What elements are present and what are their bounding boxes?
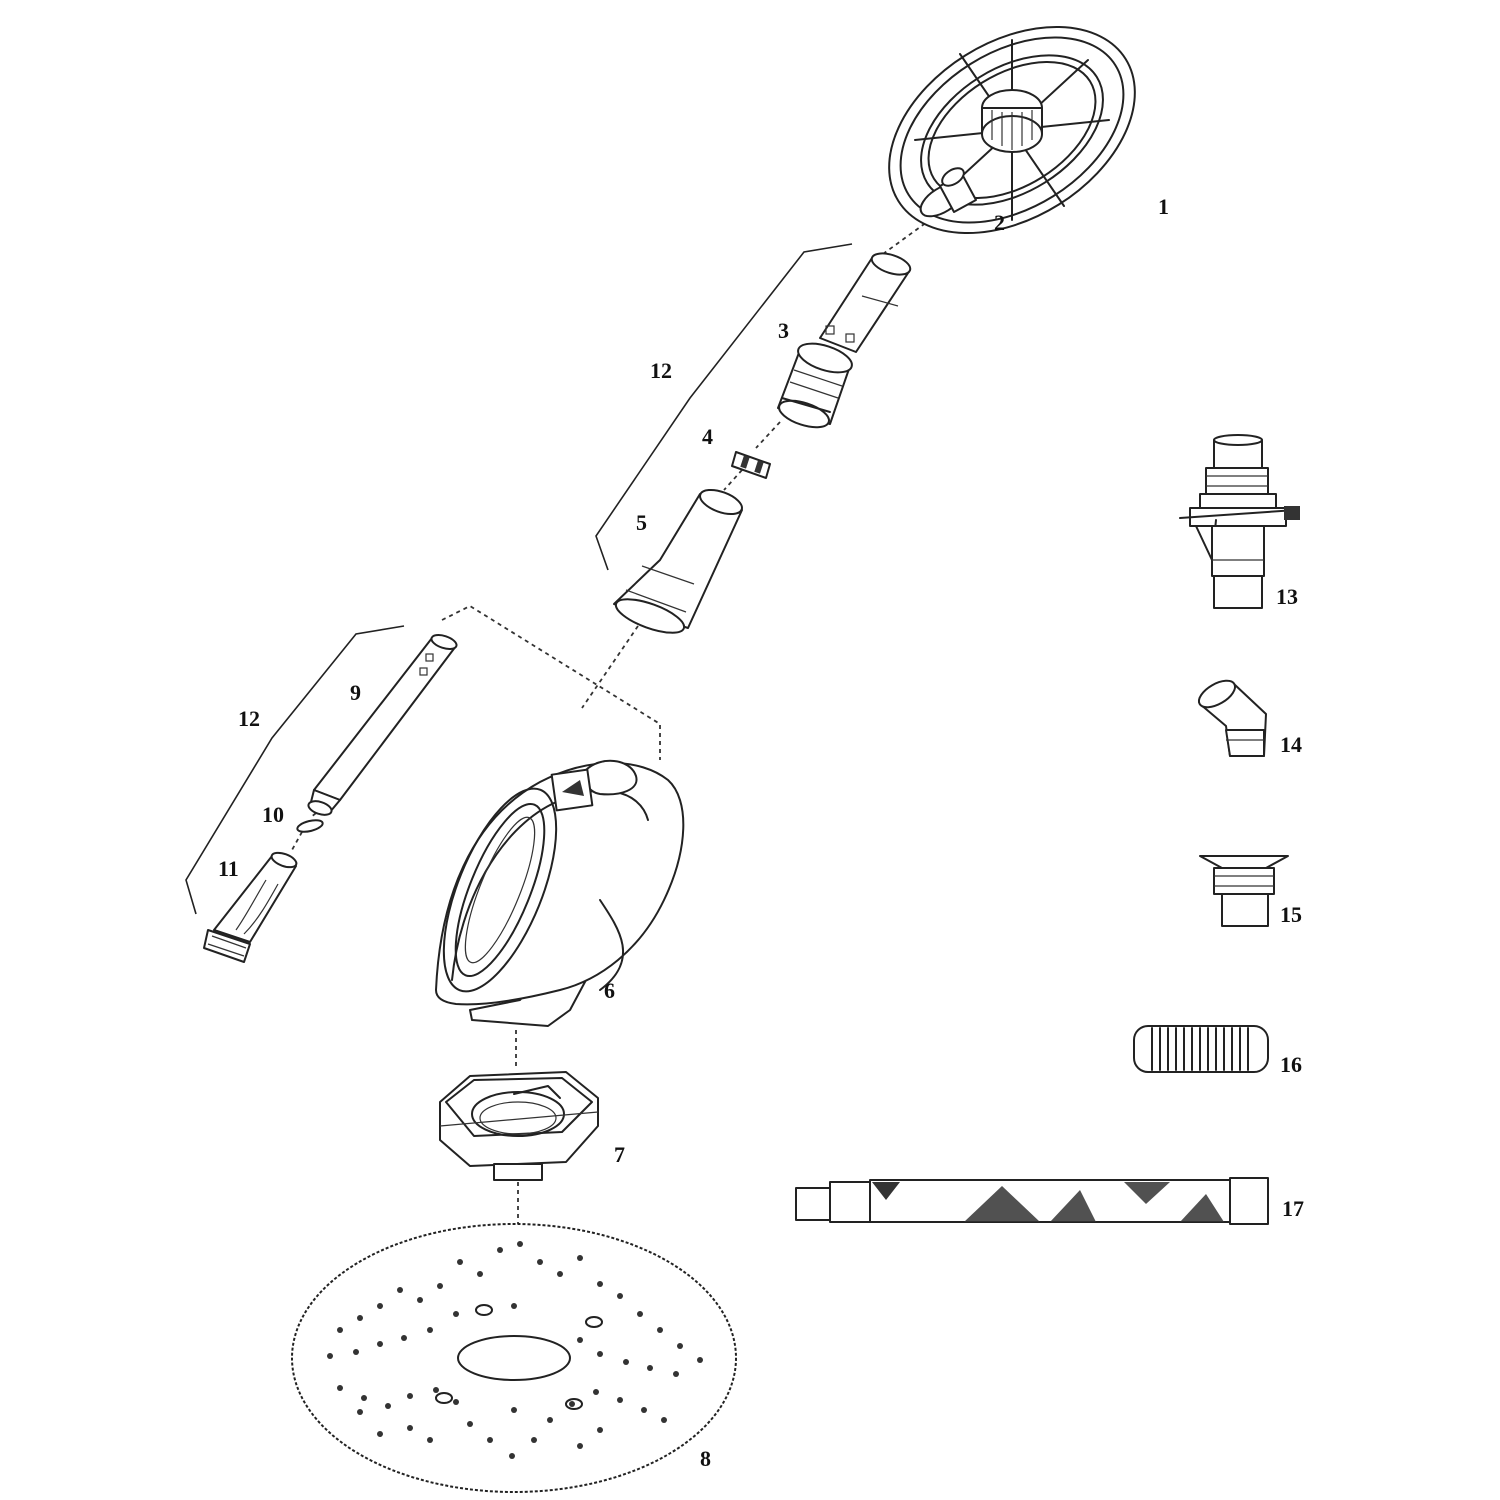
part-11-nozzle xyxy=(203,851,298,963)
part-17-hose-section xyxy=(795,1177,1269,1225)
part-15-adapter xyxy=(1199,855,1289,927)
part-10-o-ring xyxy=(296,819,324,833)
label-part-8: 8 xyxy=(700,1446,711,1471)
label-part-15: 15 xyxy=(1280,902,1302,927)
part-4-clip xyxy=(731,451,771,479)
part-7-foot-ring xyxy=(439,1071,599,1181)
label-part-1: 1 xyxy=(1158,194,1169,219)
part-13-regulator-valve xyxy=(1179,434,1300,609)
label-part-3: 3 xyxy=(778,318,789,343)
label-part-4: 4 xyxy=(702,424,713,449)
part-6-cleaner-body xyxy=(435,759,685,1027)
part-9-pipe xyxy=(307,634,458,816)
label-part-14: 14 xyxy=(1280,732,1302,757)
part-16-flex-connector xyxy=(1133,1025,1269,1073)
part-8-perforated-disc xyxy=(291,1223,737,1493)
label-part-13: 13 xyxy=(1276,584,1298,609)
part-3-shaft-assembly xyxy=(777,252,912,429)
label-part-10: 10 xyxy=(262,802,284,827)
label-part-9: 9 xyxy=(350,680,361,705)
part-1-wheel-disc xyxy=(888,25,1136,235)
corrugation-ribs xyxy=(1151,1027,1249,1071)
part-5-tube-section xyxy=(613,488,743,634)
kit-bracket-lower xyxy=(185,625,405,915)
disc-holes xyxy=(327,1241,703,1459)
label-part-17: 17 xyxy=(1282,1196,1304,1221)
label-part-16: 16 xyxy=(1280,1052,1302,1077)
label-part-6: 6 xyxy=(604,978,615,1003)
label-part-12-lower: 12 xyxy=(238,706,260,731)
label-part-7: 7 xyxy=(614,1142,625,1167)
label-part-2: 2 xyxy=(994,210,1005,235)
kit-bracket-upper xyxy=(595,243,853,571)
label-part-11: 11 xyxy=(218,856,239,881)
part-14-elbow xyxy=(1197,679,1267,757)
label-part-5: 5 xyxy=(636,510,647,535)
label-part-12-upper: 12 xyxy=(650,358,672,383)
part-2-sleeve-washer xyxy=(919,167,977,218)
